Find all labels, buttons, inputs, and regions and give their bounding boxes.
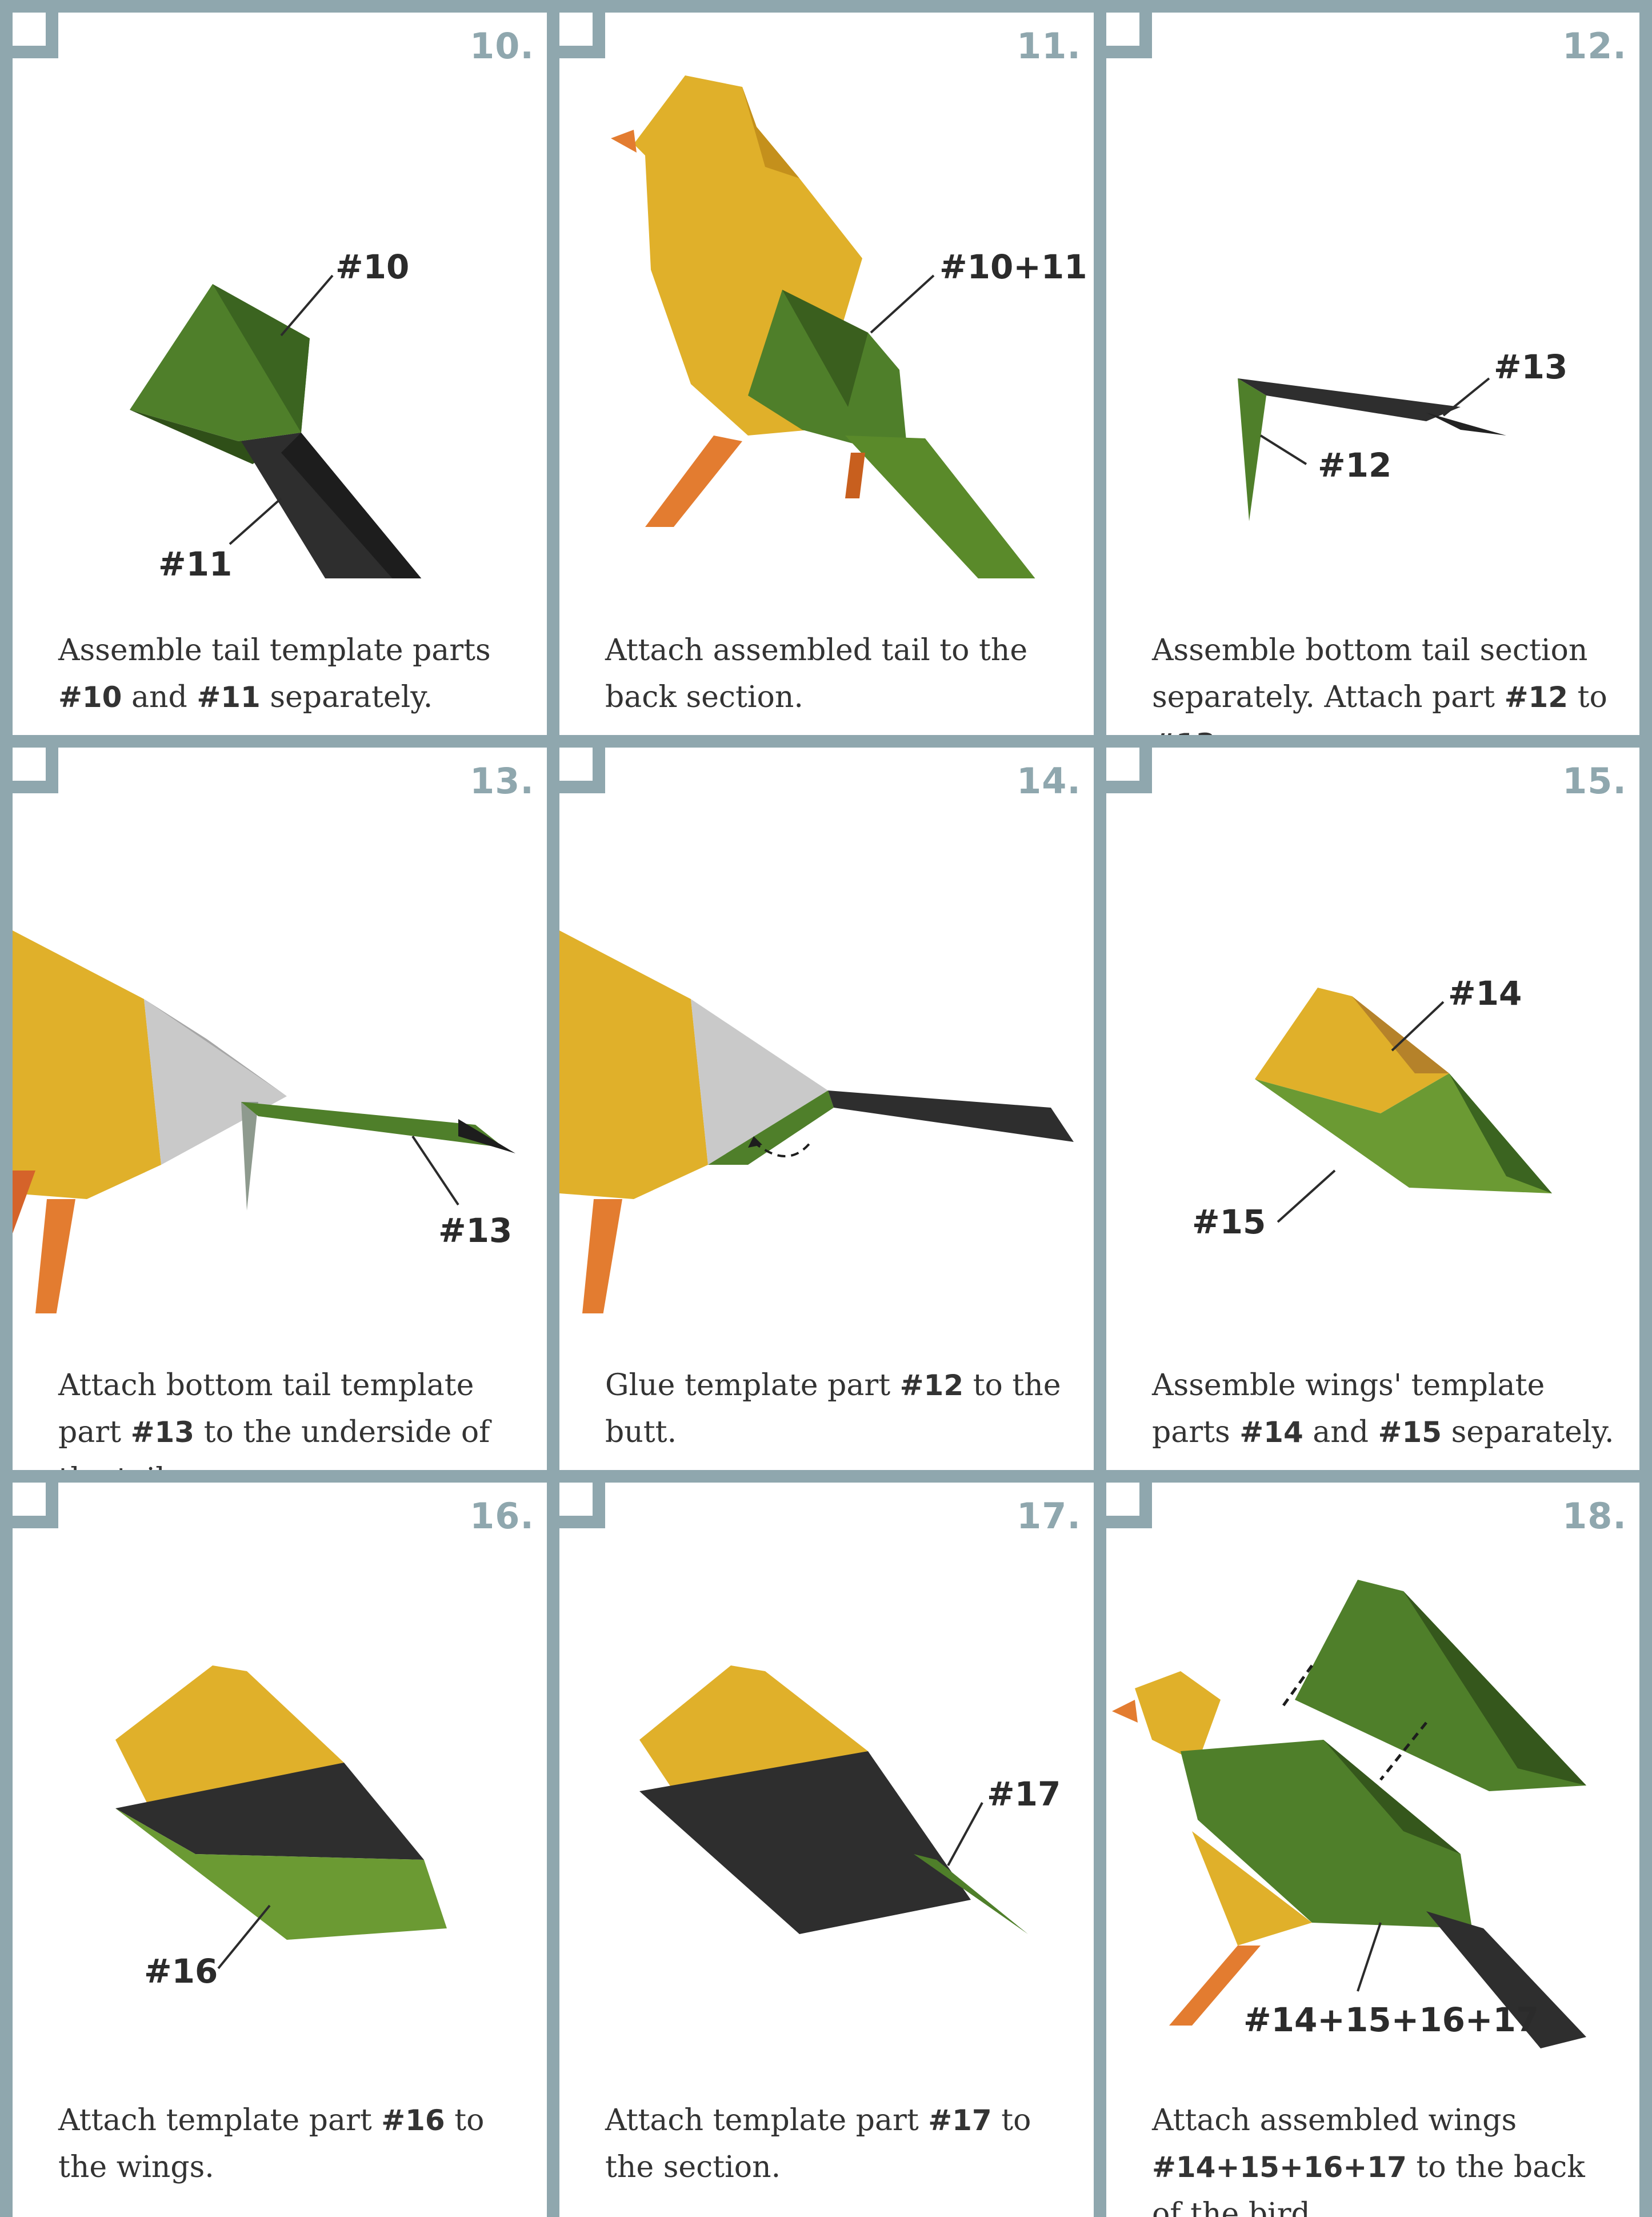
label-10: #10 bbox=[335, 247, 409, 286]
step-number: 14. bbox=[1017, 760, 1081, 802]
illustration-wings-part-16: #16 bbox=[13, 1534, 547, 2048]
label-15: #15 bbox=[1192, 1203, 1266, 1241]
illustration-bottom-tail: #13 #12 bbox=[1106, 64, 1639, 578]
label-10-11: #10+11 bbox=[939, 247, 1087, 286]
step-panel-11: 11. #10+11 Attach assembled tail to the … bbox=[559, 13, 1094, 735]
step-caption: Glue template part #12 to the butt. bbox=[605, 1362, 1071, 1456]
step-caption: Attach assembled tail to the back sectio… bbox=[605, 627, 1071, 721]
illustration-wing-parts: #14 #15 bbox=[1106, 799, 1639, 1313]
step-number: 16. bbox=[470, 1495, 534, 1537]
corner-bracket-icon bbox=[13, 13, 58, 58]
step-number: 11. bbox=[1017, 25, 1081, 67]
corner-bracket-icon bbox=[559, 748, 605, 793]
step-number: 17. bbox=[1017, 1495, 1081, 1537]
part-13-shape bbox=[1238, 378, 1461, 421]
corner-bracket-icon bbox=[13, 748, 58, 793]
corner-bracket-icon bbox=[1106, 748, 1152, 793]
step-number: 12. bbox=[1562, 25, 1627, 67]
label-14: #14 bbox=[1448, 974, 1522, 1013]
label-12: #12 bbox=[1318, 446, 1391, 485]
part-12-shape bbox=[1238, 378, 1266, 521]
step-panel-16: 16. #16 Attach template part #16 to the … bbox=[13, 1483, 547, 2217]
step-caption: Assemble tail template parts #10 and #11… bbox=[58, 627, 524, 721]
corner-bracket-icon bbox=[13, 1483, 58, 1528]
label-13: #13 bbox=[438, 1211, 512, 1250]
step-panel-10: 10. #10 #11 Assemble tail template parts… bbox=[13, 13, 547, 735]
corner-bracket-icon bbox=[1106, 1483, 1152, 1528]
illustration-glue-butt bbox=[559, 799, 1094, 1313]
step-caption: Assemble bottom tail section separately.… bbox=[1152, 627, 1617, 735]
step-panel-15: 15. #14 #15 Assemble wings' template par… bbox=[1106, 748, 1639, 1470]
illustration-section-part-17: #17 bbox=[559, 1534, 1094, 2048]
illustration-tail-parts: #10 #11 bbox=[13, 64, 547, 578]
illustration-bird-with-tail: #10+11 bbox=[559, 64, 1094, 578]
label-13: #13 bbox=[1494, 347, 1567, 386]
step-caption: Attach assembled wings #14+15+16+17 to t… bbox=[1152, 2097, 1617, 2217]
step-panel-12: 12. #13 #12 Assemble bottom tail section… bbox=[1106, 13, 1639, 735]
label-17: #17 bbox=[987, 1775, 1061, 1813]
step-caption: Attach bottom tail template part #13 to … bbox=[58, 1362, 524, 1470]
illustration-final-bird: #14+15+16+17 bbox=[1106, 1534, 1639, 2048]
step-panel-14: 14. Glue template part #12 to the butt. bbox=[559, 748, 1094, 1470]
step-caption: Attach template part #17 to the section. bbox=[605, 2097, 1071, 2191]
step-caption: Attach template part #16 to the wings. bbox=[58, 2097, 524, 2191]
step-number: 10. bbox=[470, 25, 534, 67]
label-14-15-16-17: #14+15+16+17 bbox=[1243, 2000, 1539, 2039]
step-panel-17: 17. #17 Attach template part #17 to the … bbox=[559, 1483, 1094, 2217]
corner-bracket-icon bbox=[559, 1483, 605, 1528]
step-caption: Assemble wings' template parts #14 and #… bbox=[1152, 1362, 1617, 1456]
corner-bracket-icon bbox=[559, 13, 605, 58]
label-11: #11 bbox=[158, 545, 232, 578]
corner-bracket-icon bbox=[1106, 13, 1152, 58]
step-number: 15. bbox=[1562, 760, 1627, 802]
step-panel-18: 18. #14+15+16+17 Attach assembled wings … bbox=[1106, 1483, 1639, 2217]
step-number: 18. bbox=[1562, 1495, 1627, 1537]
step-panel-13: 13. #13 Attach bottom tail template part… bbox=[13, 748, 547, 1470]
illustration-attach-bottom-tail: #13 bbox=[13, 799, 547, 1313]
step-number: 13. bbox=[470, 760, 534, 802]
label-16: #16 bbox=[144, 1952, 218, 1991]
